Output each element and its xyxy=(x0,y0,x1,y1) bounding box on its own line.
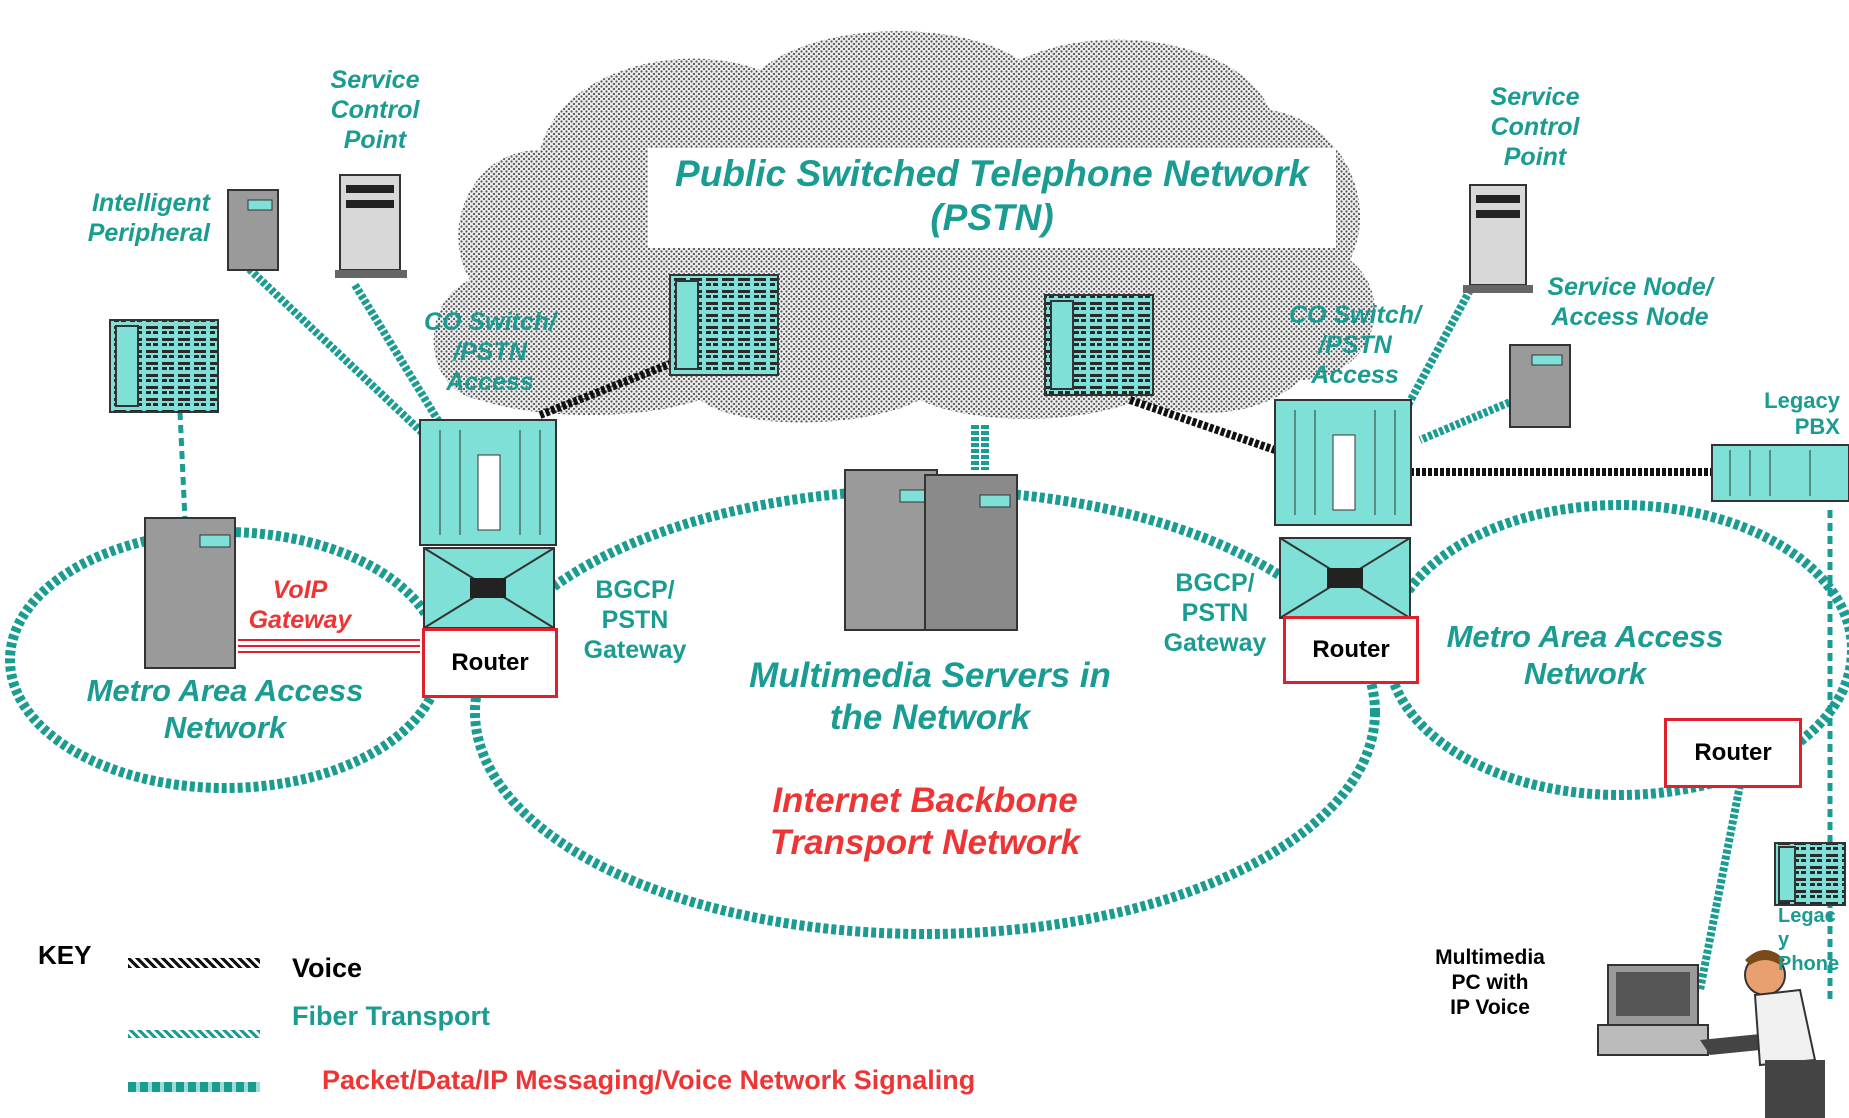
router-right: Router xyxy=(1664,718,1802,788)
legend-fiber-label: Fiber Transport xyxy=(292,1001,491,1031)
label-service-node: Service Node/ Access Node xyxy=(1547,273,1713,331)
label-metro-left: Metro Area Access Network xyxy=(86,673,364,746)
user-figure xyxy=(1744,950,1825,1118)
legend-packet-swatch xyxy=(128,1082,260,1092)
legend-voice-swatch xyxy=(128,958,260,968)
server-intelligent-peripheral xyxy=(227,189,279,271)
co-switch-right xyxy=(1274,399,1412,619)
label-co-switch-left: CO Switch/ /PSTN Access xyxy=(424,308,556,396)
label-multimedia-pc: Multimedia PC with IP Voice xyxy=(1435,946,1545,1020)
fiber-links xyxy=(242,262,1744,991)
co-switch-left xyxy=(419,419,557,629)
voip-link xyxy=(238,639,420,653)
label-scp-left: Service Control Point xyxy=(330,66,420,154)
legend-title: KEY xyxy=(38,940,92,970)
label-voip-gateway: VoIP Gateway xyxy=(248,576,352,634)
label-intelligent-peripheral: Intelligent Peripheral xyxy=(87,189,210,247)
server-scp-right xyxy=(1463,184,1533,293)
multimedia-servers xyxy=(844,469,1018,631)
label-metro-right: Metro Area Access Network xyxy=(1446,619,1724,692)
signaling-links xyxy=(177,411,1833,1000)
legend-packet-label: Packet/Data/IP Messaging/Voice Network S… xyxy=(322,1065,976,1095)
label-multimedia-servers: Multimedia Servers in the Network xyxy=(749,656,1111,737)
router-left: Router xyxy=(422,628,558,698)
label-scp-right: Service Control Point xyxy=(1490,83,1580,171)
label-bgcp-left: BGCP/ PSTN Gateway xyxy=(583,576,687,664)
switch-panel-cloud-right xyxy=(1044,294,1154,396)
switch-panel-left xyxy=(109,319,219,413)
label-bgcp-right: BGCP/ PSTN Gateway xyxy=(1163,569,1267,657)
pstn-title: Public Switched Telephone Network (PSTN) xyxy=(675,153,1309,239)
legend-voice-label: Voice xyxy=(292,953,363,983)
legacy-phone-device xyxy=(1774,842,1846,906)
label-co-switch-right: CO Switch/ /PSTN Access xyxy=(1289,301,1421,389)
server-scp-left xyxy=(335,174,407,278)
label-legacy-pbx: Legacy PBX xyxy=(1764,388,1840,440)
label-legacy-phone: Legac y Phone xyxy=(1778,905,1840,975)
legend-fiber-swatch xyxy=(128,1030,260,1038)
server-service-node xyxy=(1509,344,1571,428)
switch-panel-cloud-left xyxy=(669,274,779,376)
label-backbone: Internet Backbone Transport Network xyxy=(769,781,1081,862)
legacy-pbx-device xyxy=(1711,444,1849,502)
server-voip-gateway xyxy=(144,517,236,669)
router-center-right: Router xyxy=(1283,616,1419,684)
